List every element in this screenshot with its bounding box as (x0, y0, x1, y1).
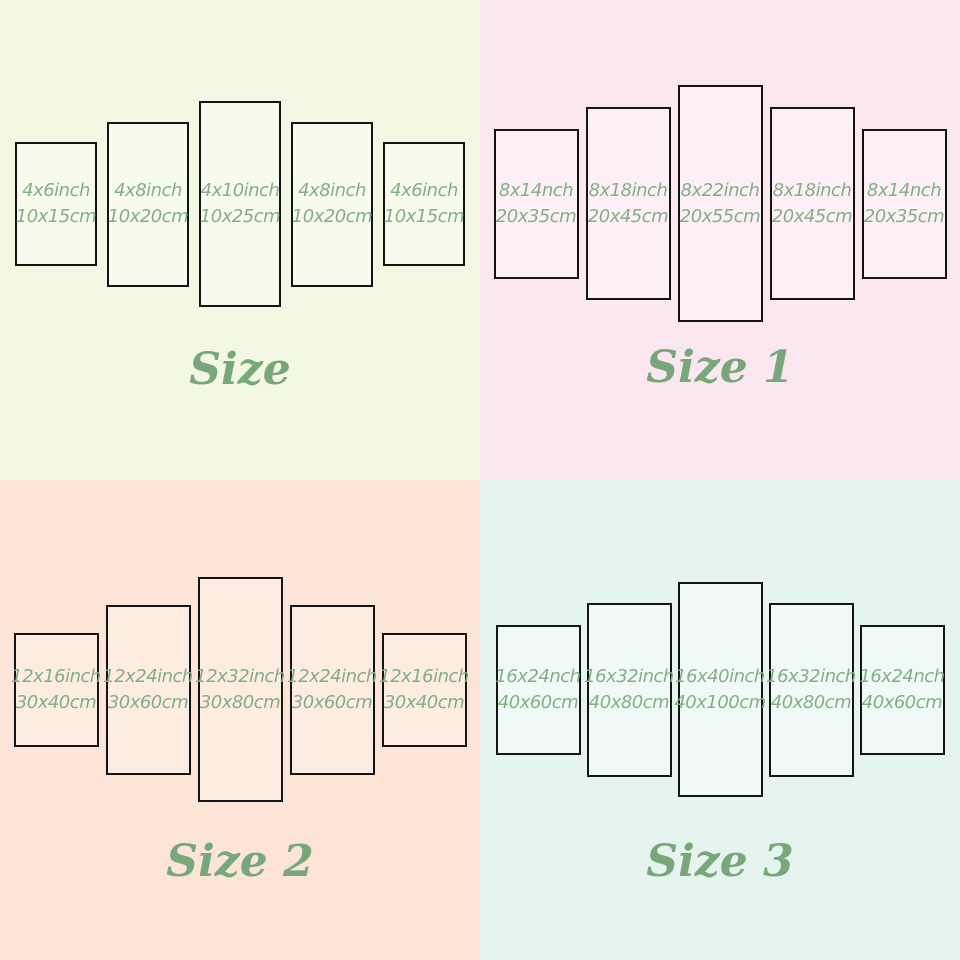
panel-size-cm: 10x20cm (291, 206, 373, 227)
panel-size-inch: 8x14nch (498, 179, 574, 201)
panel-size-cm: 30x60cm (107, 691, 189, 713)
canvas-panel: 16x24nch 40x60cm (495, 624, 581, 755)
panel-size-cm: 30x40cm (383, 691, 465, 713)
panel-size-cm: 10x15cm (383, 206, 465, 227)
panel-size-inch: 8x18inch (588, 179, 668, 201)
panel-size-cm: 20x35cm (495, 205, 577, 227)
panel-size-inch: 12x16inch (379, 665, 469, 687)
panel-size-cm: 20x55cm (679, 205, 761, 227)
panel-size-inch: 12x32inch (195, 665, 285, 687)
panel-size-inch: 12x24inch (287, 665, 377, 687)
panel-group: 16x24nch 40x60cm 16x32inch 40x80cm 16x40… (480, 582, 960, 797)
panel-size-inch: 16x32inch (766, 665, 856, 687)
canvas-panel: 12x16inch 30x40cm (11, 632, 101, 747)
canvas-panel: 12x24inch 30x60cm (103, 604, 193, 775)
canvas-panel: 8x14nch 20x35cm (493, 128, 579, 279)
canvas-panel: 8x18inch 20x45cm (769, 107, 855, 300)
canvas-panel: 12x24inch 30x60cm (287, 604, 377, 775)
panel-size-cm: 10x25cm (199, 206, 281, 227)
panel-size-cm: 40x80cm (770, 691, 852, 713)
quadrant-size-2: 12x16inch 30x40cm 12x24inch 30x60cm 12x3… (0, 480, 480, 960)
quadrant-size-1: 8x14nch 20x35cm 8x18inch 20x45cm 8x22inc… (480, 0, 960, 480)
size-label: Size 3 (646, 836, 794, 887)
size-label: Size (189, 344, 291, 395)
panel-size-inch: 16x40inch (675, 665, 765, 687)
panel-size-cm: 10x20cm (107, 206, 189, 227)
panel-size-cm: 40x100cm (674, 691, 766, 713)
panel-size-inch: 4x6inch (22, 180, 90, 201)
canvas-panel: 8x18inch 20x45cm (585, 107, 671, 300)
canvas-panel: 4x6inch 10x15cm (383, 142, 465, 266)
panel-size-cm: 20x35cm (863, 205, 945, 227)
panel-group: 8x14nch 20x35cm 8x18inch 20x45cm 8x22inc… (480, 85, 960, 322)
canvas-panel: 4x10inch 10x25cm (199, 101, 281, 307)
panel-size-cm: 30x60cm (291, 691, 373, 713)
canvas-panel: 16x24nch 40x60cm (859, 624, 945, 755)
canvas-panel: 4x8inch 10x20cm (107, 121, 189, 287)
panel-size-cm: 40x80cm (588, 691, 670, 713)
panel-size-inch: 16x24nch (495, 665, 581, 687)
panel-size-inch: 12x24inch (103, 665, 193, 687)
panel-size-cm: 10x15cm (15, 206, 97, 227)
panel-size-cm: 20x45cm (771, 205, 853, 227)
panel-size-inch: 4x8inch (298, 180, 366, 201)
canvas-panel: 4x6inch 10x15cm (15, 142, 97, 266)
quadrant-size: 4x6inch 10x15cm 4x8inch 10x20cm 4x10inch… (0, 0, 480, 480)
panel-size-inch: 12x16inch (11, 665, 101, 687)
panel-size-inch: 8x14nch (866, 179, 942, 201)
canvas-panel: 16x32inch 40x80cm (584, 602, 674, 777)
panel-size-inch: 4x8inch (114, 180, 182, 201)
panel-size-inch: 16x24nch (859, 665, 945, 687)
canvas-panel: 4x8inch 10x20cm (291, 121, 373, 287)
canvas-panel: 12x16inch 30x40cm (379, 632, 469, 747)
panel-size-cm: 30x80cm (199, 691, 281, 713)
panel-size-inch: 4x6inch (390, 180, 458, 201)
canvas-panel: 8x14nch 20x35cm (861, 128, 947, 279)
size-label: Size 2 (166, 836, 314, 887)
panel-size-cm: 40x60cm (861, 691, 943, 713)
panel-size-cm: 20x45cm (587, 205, 669, 227)
panel-size-inch: 16x32inch (584, 665, 674, 687)
panel-group: 4x6inch 10x15cm 4x8inch 10x20cm 4x10inch… (0, 101, 480, 307)
panel-size-inch: 4x10inch (200, 180, 280, 201)
canvas-panel: 16x40inch 40x100cm (674, 582, 766, 797)
size-label: Size 1 (646, 342, 794, 393)
canvas-panel: 16x32inch 40x80cm (766, 602, 856, 777)
panel-size-cm: 40x60cm (497, 691, 579, 713)
quadrant-size-3: 16x24nch 40x60cm 16x32inch 40x80cm 16x40… (480, 480, 960, 960)
panel-size-inch: 8x18inch (772, 179, 852, 201)
panel-size-cm: 30x40cm (15, 691, 97, 713)
panel-group: 12x16inch 30x40cm 12x24inch 30x60cm 12x3… (0, 577, 480, 802)
canvas-panel: 12x32inch 30x80cm (195, 577, 285, 802)
canvas-panel: 8x22inch 20x55cm (677, 85, 763, 322)
panel-size-inch: 8x22inch (680, 179, 760, 201)
